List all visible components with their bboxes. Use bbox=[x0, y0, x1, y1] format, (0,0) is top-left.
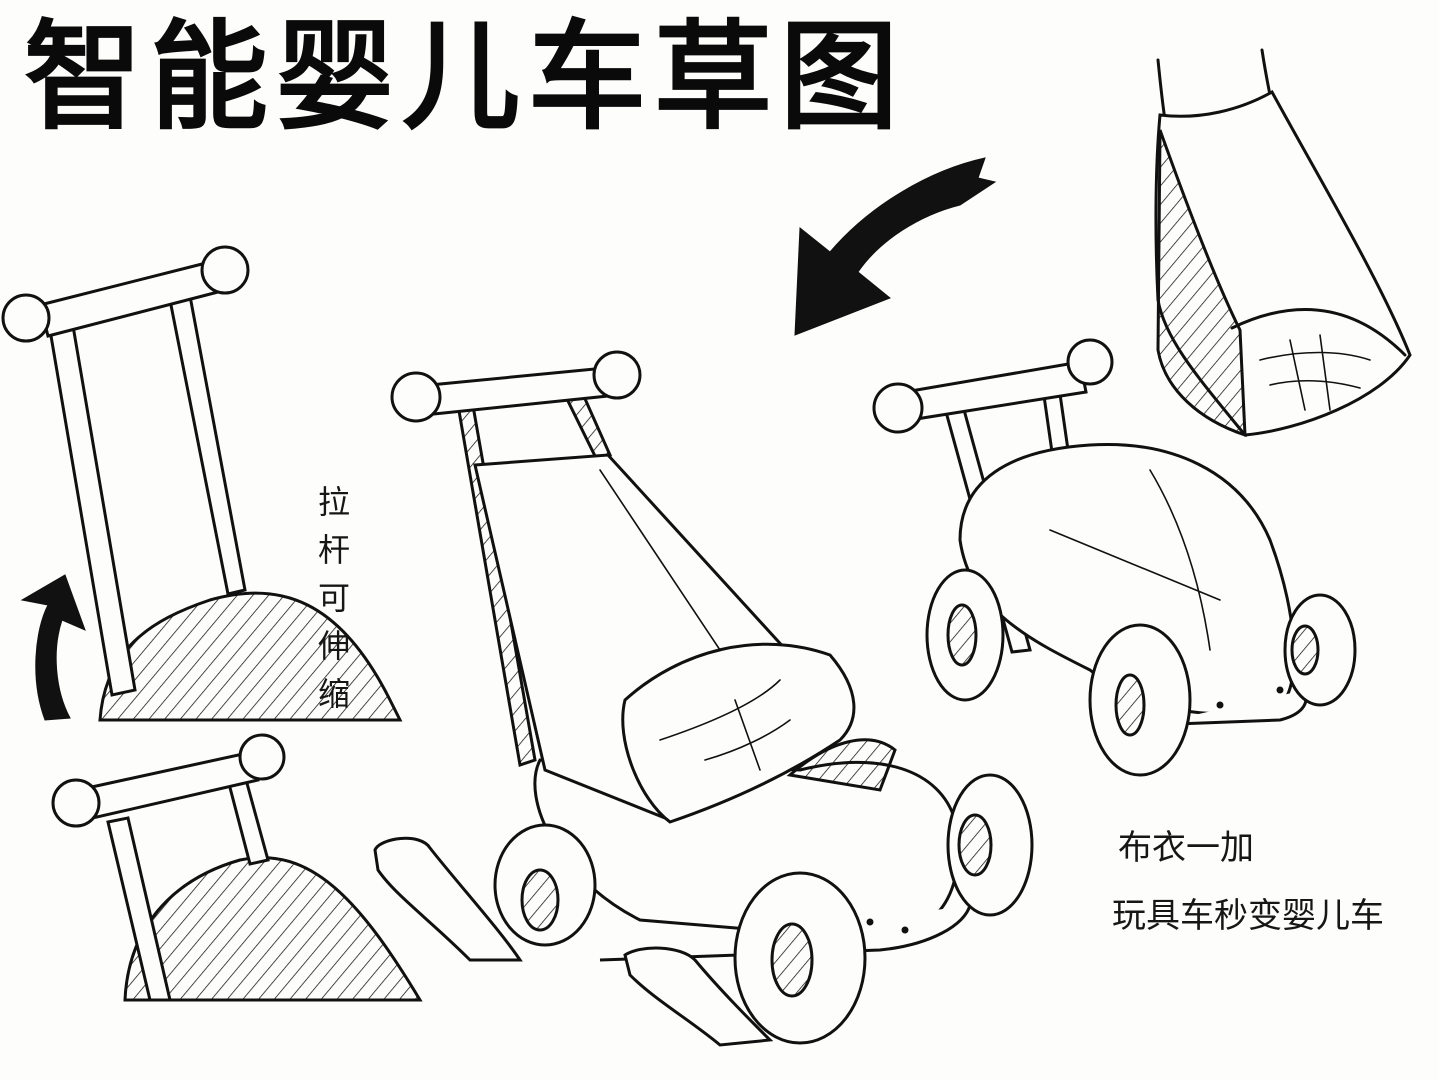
toy-car-contour bbox=[1049, 469, 1221, 651]
handle-rod-right bbox=[168, 294, 247, 596]
toy-hub-rear-right bbox=[1290, 624, 1320, 676]
fabric-cover-detail bbox=[1154, 48, 1412, 438]
toy-wheel-rear-right bbox=[1283, 593, 1357, 707]
handle-knob-left bbox=[1, 293, 51, 343]
telescoping-handle-extended bbox=[1, 245, 403, 722]
stroller-rod-right bbox=[562, 390, 613, 460]
arrow-up-icon bbox=[20, 574, 86, 721]
toy-knob-right bbox=[1066, 338, 1114, 386]
short-rod-right bbox=[226, 774, 270, 866]
handle-rod-left bbox=[48, 317, 137, 697]
stroller-knob-right bbox=[592, 350, 642, 400]
body-rivet bbox=[866, 918, 874, 926]
motion-puff-left bbox=[373, 836, 523, 962]
hub-front-left bbox=[770, 922, 814, 998]
hatched-body-bottom bbox=[123, 856, 423, 1002]
body-rivet bbox=[901, 926, 909, 934]
cover-seat-edge bbox=[1230, 308, 1407, 357]
seat-cushion bbox=[621, 642, 856, 824]
handle-note: 拉杆可伸缩 bbox=[318, 483, 351, 713]
toy-hub-front bbox=[1114, 673, 1146, 737]
telescoping-handle-retracted bbox=[51, 733, 423, 1002]
short-handle-bar bbox=[76, 750, 260, 822]
short-knob-left bbox=[51, 778, 101, 828]
toy-knob-left bbox=[872, 382, 924, 434]
short-rod-left bbox=[106, 816, 172, 1002]
arrow-transform-icon bbox=[794, 157, 997, 336]
toy-rivet bbox=[1276, 686, 1284, 694]
transform-note-line2: 玩具车秒变婴儿车 bbox=[1112, 896, 1384, 936]
transform-note-line1: 布衣一加 bbox=[1118, 828, 1254, 868]
hub-rear-left bbox=[520, 868, 560, 932]
stroller-with-cover bbox=[390, 350, 1034, 1045]
fabric-fold bbox=[599, 469, 721, 651]
toy-hub-rear-left bbox=[946, 603, 978, 667]
cover-inner-shadow bbox=[1156, 129, 1247, 438]
seat-stitch bbox=[659, 679, 791, 771]
toy-car bbox=[872, 338, 1357, 777]
cover-stitch bbox=[1259, 334, 1371, 411]
toy-rivet bbox=[1216, 701, 1224, 709]
hub-rear-right bbox=[957, 813, 993, 877]
motion-puff-right bbox=[623, 946, 774, 1047]
handle-knob-right bbox=[200, 245, 250, 295]
page-title: 智能婴儿车草图 bbox=[24, 8, 907, 146]
stroller-knob-left bbox=[390, 371, 442, 423]
short-knob-right bbox=[238, 733, 286, 781]
